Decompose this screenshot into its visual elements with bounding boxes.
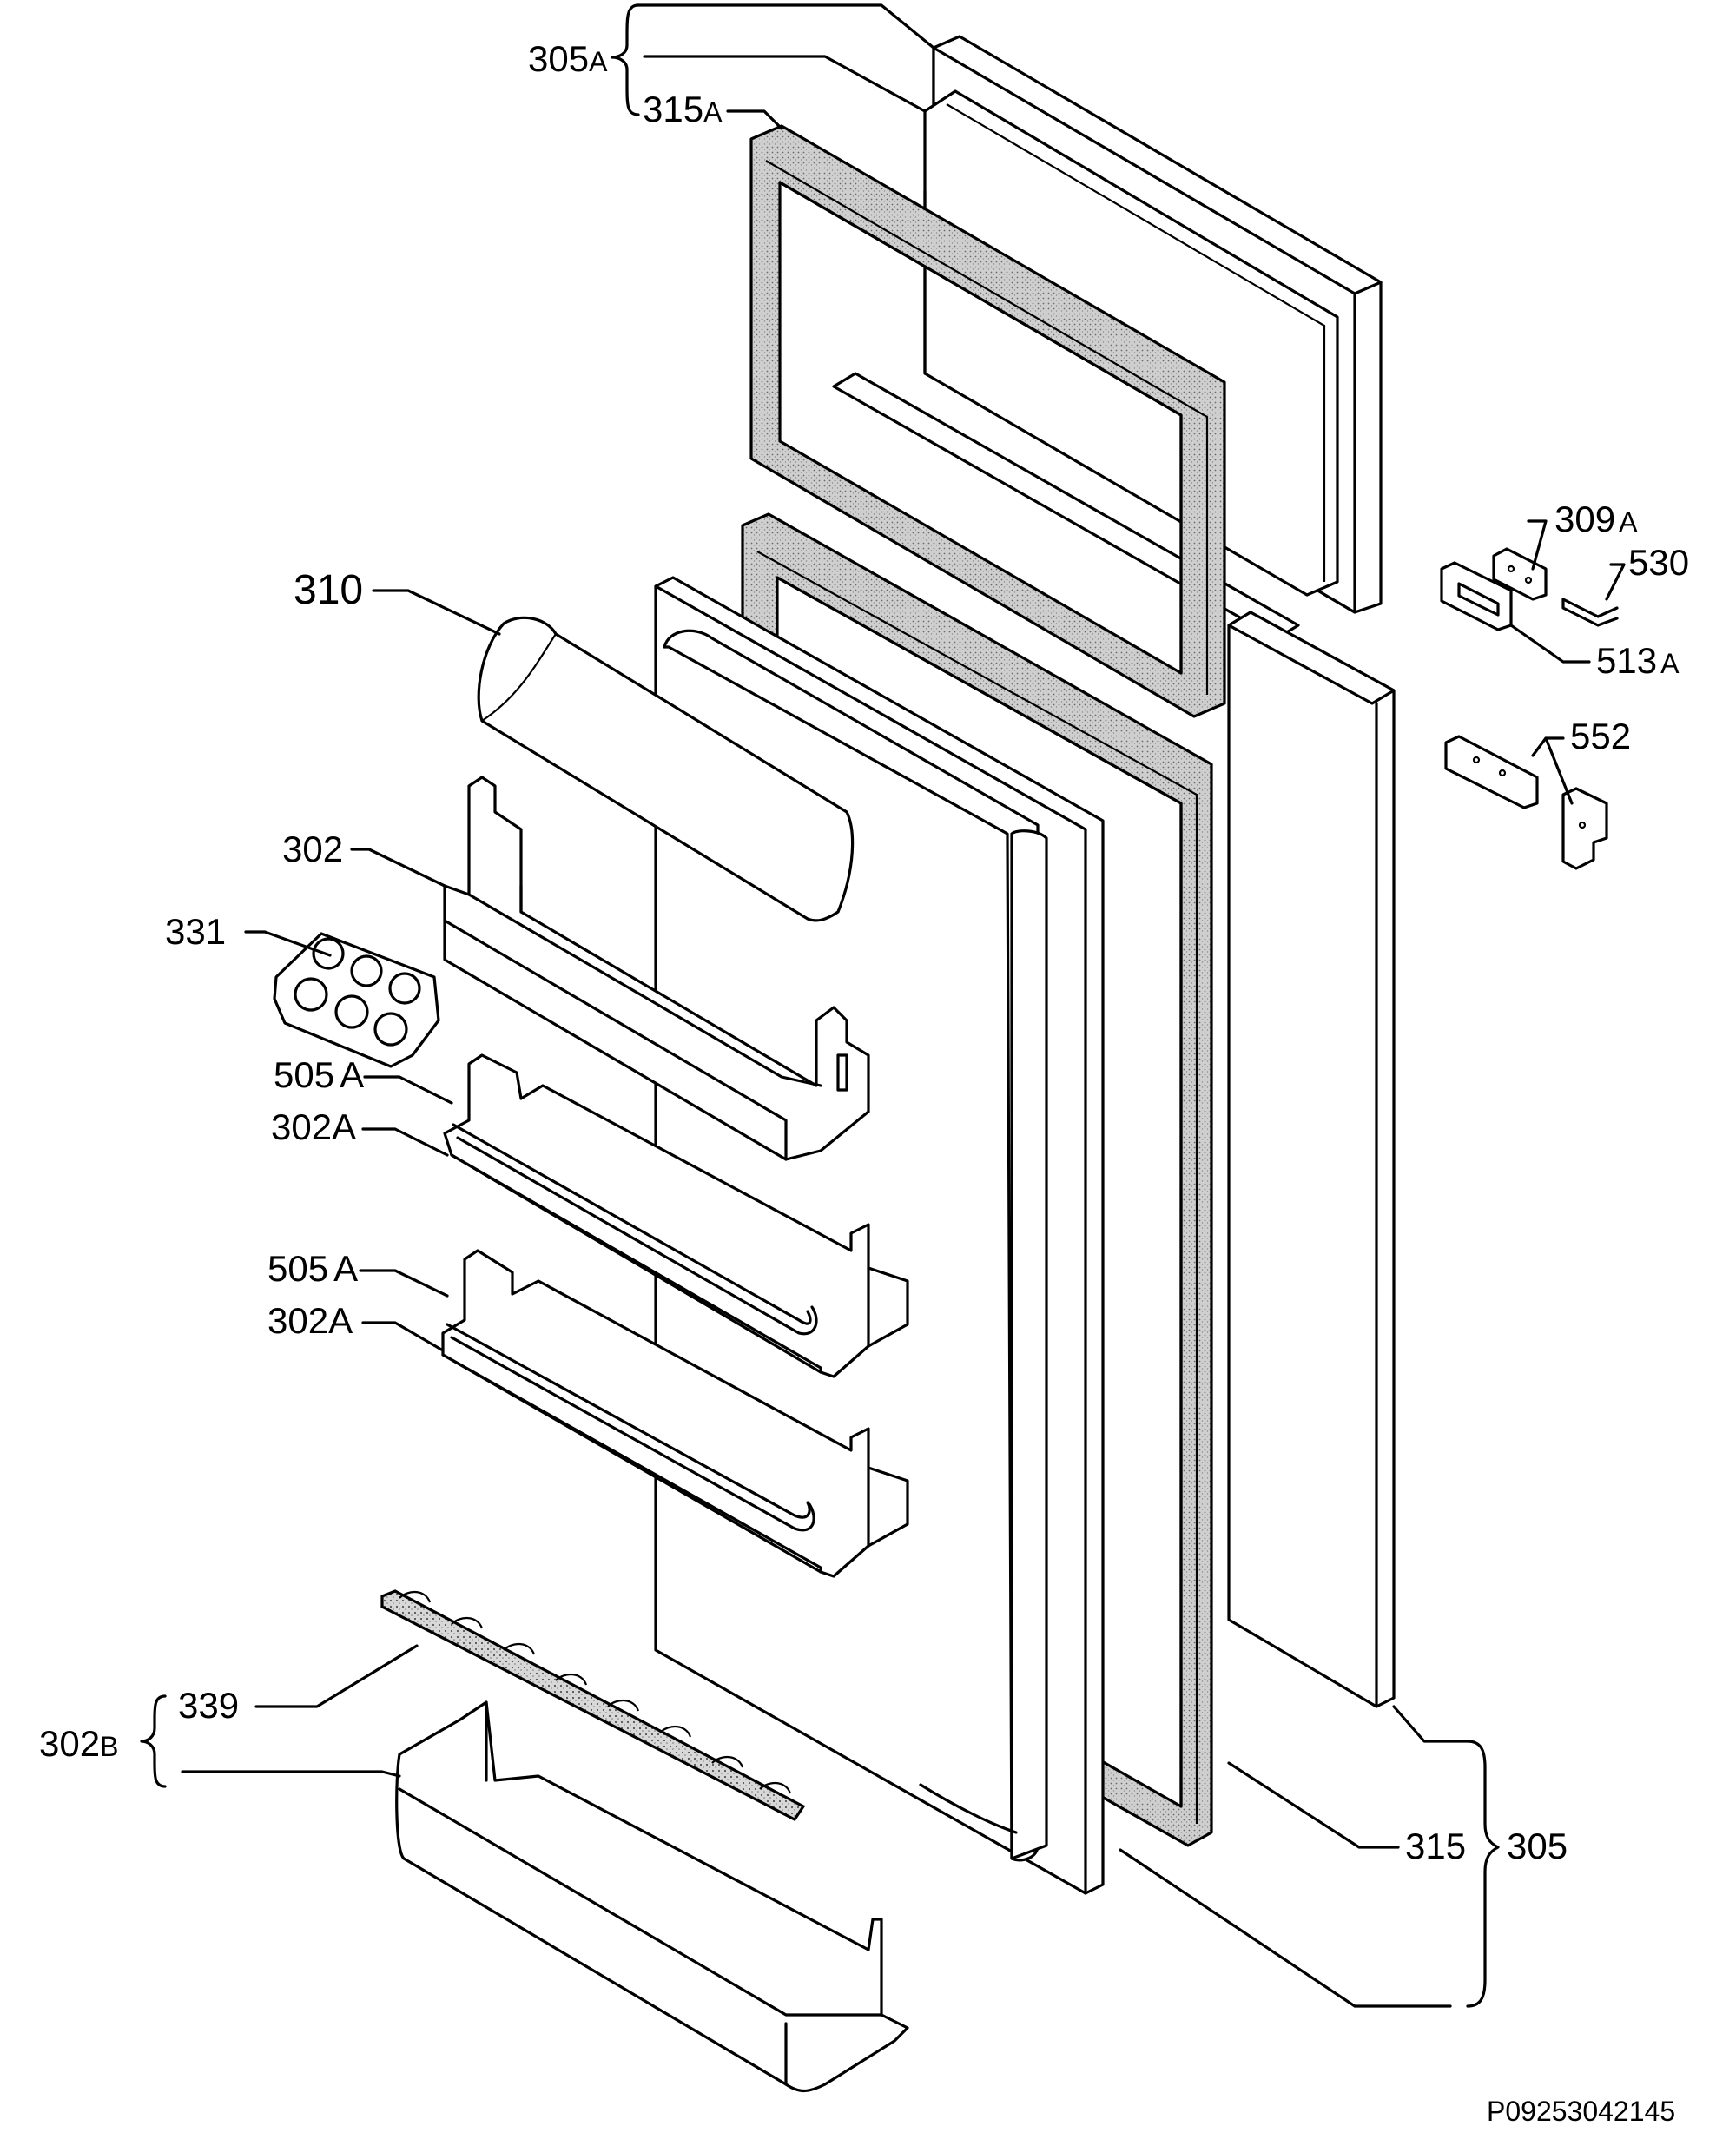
middle-door-shelf [443,1053,909,1378]
label-530: 530 [1628,542,1689,583]
label-302A-lower: 302A [267,1300,353,1341]
leader-lines [140,3,1626,2008]
label-302: 302 [282,829,343,869]
hinge-cover-513A [1440,561,1513,631]
hinge-bracket-309A [1492,547,1548,601]
label-310: 310 [294,567,363,613]
label-552: 552 [1570,716,1631,756]
bottom-bottle-shelf [395,1700,909,2093]
hinge-552 [1444,735,1608,870]
label-302B: 302B [39,1723,118,1764]
inner-door-liner [654,576,1105,1895]
dairy-compartment-cover [477,616,855,922]
label-339: 339 [178,1685,239,1726]
lower-door-shelf [441,1249,909,1578]
egg-tray [273,932,440,1068]
fridge-door-outer [1227,611,1396,1708]
label-331: 331 [165,911,226,952]
label-315: 315 [1405,1826,1466,1866]
hinge-clip-530 [1561,598,1619,627]
bottle-retainer-bar [380,1589,806,1822]
freezer-door-gasket [749,124,1226,718]
upper-door-shelf [443,776,870,1161]
label-305: 305 [1507,1826,1568,1866]
label-315A: 315A [643,89,723,129]
drawing-code: P09253042145 [1487,2096,1675,2127]
label-302A-upper: 302A [271,1106,356,1147]
label-305A: 305A [528,38,608,79]
